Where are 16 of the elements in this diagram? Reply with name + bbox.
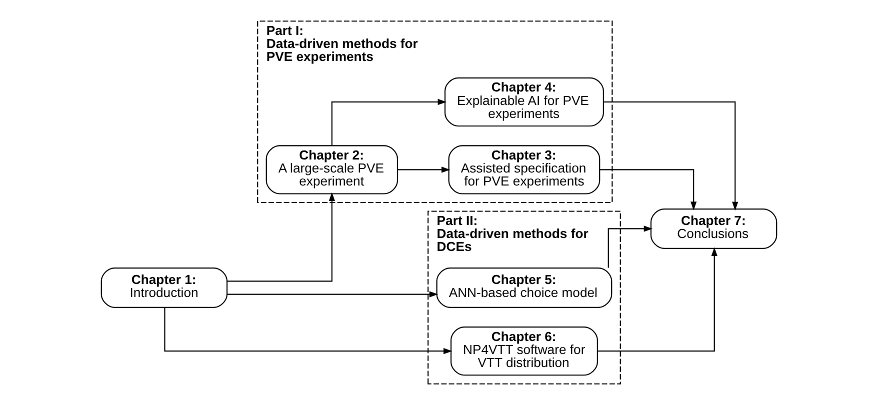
node-box: Chapter 1: Introduction — [100, 268, 228, 308]
node-box: Chapter 2: A large-scale PVE experiment — [265, 145, 398, 194]
arrow — [397, 166, 450, 173]
arrow — [330, 98, 446, 146]
arrow — [607, 226, 652, 268]
arrow — [597, 247, 717, 352]
arrow — [164, 307, 452, 354]
arrow — [226, 192, 334, 282]
arrow — [603, 101, 738, 211]
arrow — [226, 291, 438, 298]
node-box: Chapter 6: NP4VTT software for VTT distribution — [450, 326, 598, 376]
node-box: Chapter 5: ANN-based choice model — [436, 268, 612, 308]
node-box: Chapter 7: Conclusions — [650, 208, 777, 249]
node-box: Chapter 4: Explainable AI for PVE experiments — [444, 77, 604, 127]
node-box: Chapter 3: Assisted specification for PVE experiments — [448, 145, 600, 194]
arrow — [600, 169, 696, 210]
